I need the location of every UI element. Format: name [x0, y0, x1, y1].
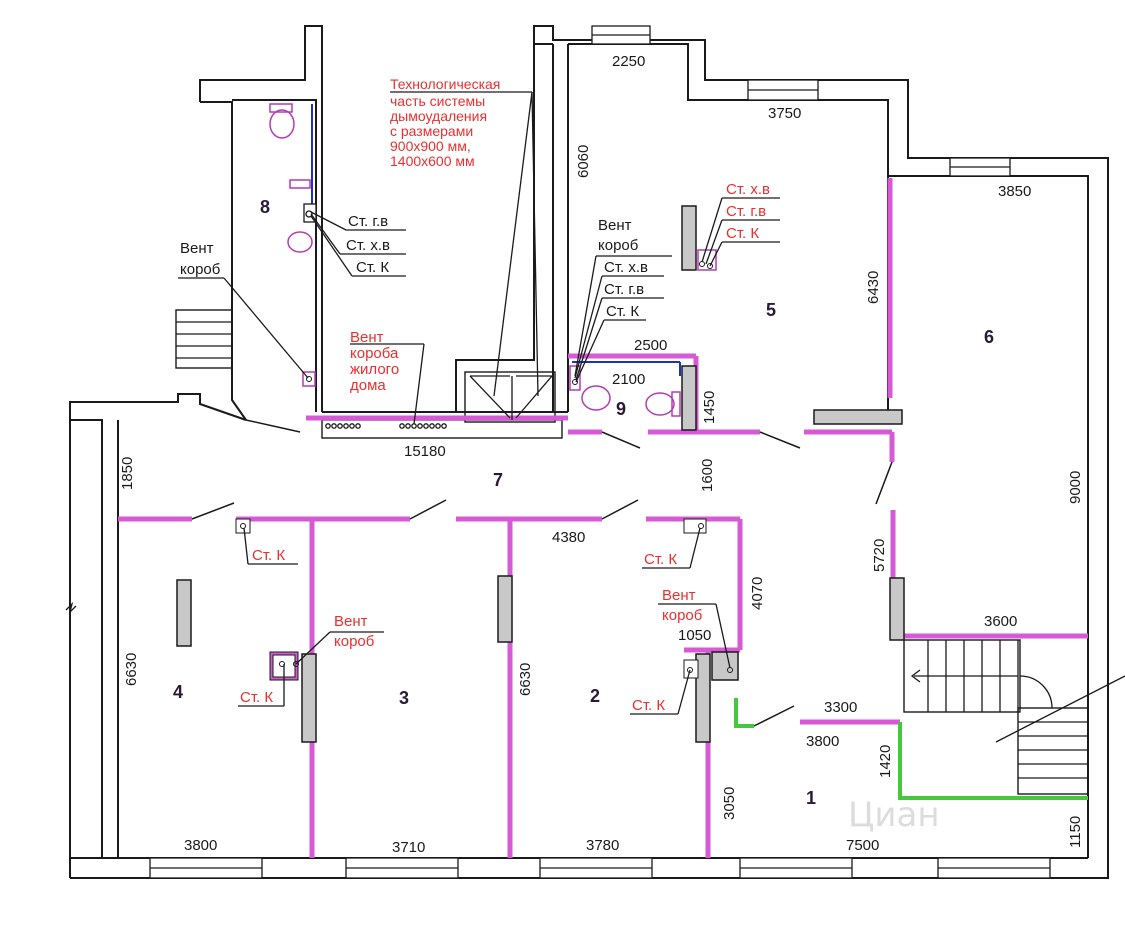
- dim-15180: 15180: [404, 443, 446, 460]
- dim-1050: 1050: [678, 627, 711, 644]
- note-line-3: дымоудаления: [390, 108, 487, 124]
- room-3: 3: [399, 688, 409, 708]
- stairs-main: [903, 639, 1125, 795]
- label-doma-residential: дома: [350, 377, 386, 394]
- room-5: 5: [766, 300, 776, 320]
- dim-3710: 3710: [392, 839, 425, 856]
- dim-6060: 6060: [575, 145, 592, 178]
- dim-3300: 3300: [824, 699, 857, 716]
- dim-3050: 3050: [721, 787, 738, 820]
- dim-6430: 6430: [865, 271, 882, 304]
- dim-3800-a: 3800: [806, 733, 839, 750]
- dim-1450: 1450: [701, 391, 718, 424]
- room-2: 2: [590, 686, 600, 706]
- dim-3600: 3600: [984, 613, 1017, 630]
- note-line-5: 900х900 мм,: [390, 138, 471, 154]
- label-korob-left: короб: [180, 261, 220, 278]
- room-numbers: 1 2 3 4 5 6 7 8 9: [173, 197, 994, 808]
- label-st-k-r4-bottom: Ст. К: [240, 689, 273, 706]
- dim-4380: 4380: [552, 529, 585, 546]
- dim-7500: 7500: [846, 837, 879, 854]
- columns: [176, 205, 905, 743]
- dimensions: 2250 3750 3850 2500 2100 15180 4380 3600…: [119, 53, 1084, 856]
- label-st-hv-r9: Ст. х.в: [604, 259, 648, 276]
- dim-1600: 1600: [699, 459, 716, 492]
- break-mark: [65, 601, 77, 615]
- dim-1150: 1150: [1067, 816, 1084, 848]
- room-7: 7: [493, 470, 503, 490]
- label-korob-r2: короб: [662, 607, 702, 624]
- note-line-2: часть системы: [390, 93, 485, 109]
- dim-3750: 3750: [768, 105, 801, 122]
- dim-5720: 5720: [871, 539, 888, 572]
- green-walls: [734, 698, 1088, 800]
- dim-2500: 2500: [634, 337, 667, 354]
- windows: [149, 25, 1051, 879]
- label-koroba-residential: короба: [350, 345, 399, 362]
- room-8: 8: [260, 197, 270, 217]
- label-st-k-r8: Ст. К: [356, 259, 389, 276]
- smoke-shaft: [469, 375, 553, 420]
- label-vent-r3: Вент: [334, 613, 368, 630]
- label-st-hv-r8: Ст. х.в: [346, 237, 390, 254]
- label-st-k-r4-top: Ст. К: [252, 547, 285, 564]
- outer-walls: [69, 25, 1109, 879]
- label-vent-residential: Вент: [350, 329, 384, 346]
- dim-1420: 1420: [877, 745, 894, 778]
- dim-3800-b: 3800: [184, 837, 217, 854]
- label-korob-r3: короб: [334, 633, 374, 650]
- label-st-k-r2-bottom: Ст. К: [632, 697, 665, 714]
- dim-9000: 9000: [1067, 471, 1084, 504]
- smoke-system-note: Технологическая часть системы дымоудален…: [390, 76, 500, 169]
- label-st-k-r5: Ст. К: [726, 225, 759, 242]
- label-st-k-r2-top: Ст. К: [644, 551, 677, 568]
- label-st-gv-r8: Ст. г.в: [348, 213, 388, 230]
- label-st-k-r9: Ст. К: [606, 303, 639, 320]
- note-line-6: 1400х600 мм: [390, 153, 475, 169]
- room-9: 9: [616, 399, 626, 419]
- stairs-left: [175, 309, 233, 369]
- riser-labels: Ст. г.в Ст. х.в Ст. К Вент короб Вент ко…: [180, 181, 770, 714]
- label-st-hv-r5: Ст. х.в: [726, 181, 770, 198]
- watermark: Циан: [848, 795, 940, 835]
- label-zhilogo-residential: жилого: [350, 361, 399, 378]
- label-vent-r2: Вент: [662, 587, 696, 604]
- dim-2100: 2100: [612, 371, 645, 388]
- note-line-1: Технологическая: [390, 76, 500, 92]
- doors: [191, 419, 893, 727]
- label-st-gv-r5: Ст. г.в: [726, 203, 766, 220]
- leader-lines: [178, 91, 780, 715]
- dim-3780: 3780: [586, 837, 619, 854]
- label-vent-r9: Вент: [598, 217, 632, 234]
- label-st-gv-r9: Ст. г.в: [604, 281, 644, 298]
- dim-6630-b: 6630: [517, 663, 534, 696]
- label-korob-r9: короб: [598, 237, 638, 254]
- room-6: 6: [984, 327, 994, 347]
- dim-6630-a: 6630: [123, 653, 140, 686]
- dim-3850: 3850: [998, 183, 1031, 200]
- note-line-4: с размерами: [390, 123, 473, 139]
- dim-1850: 1850: [119, 457, 136, 490]
- label-vent-left: Вент: [180, 240, 214, 257]
- room-4: 4: [173, 682, 183, 702]
- room-1: 1: [806, 788, 816, 808]
- dim-2250: 2250: [612, 53, 645, 70]
- dim-4070: 4070: [749, 577, 766, 610]
